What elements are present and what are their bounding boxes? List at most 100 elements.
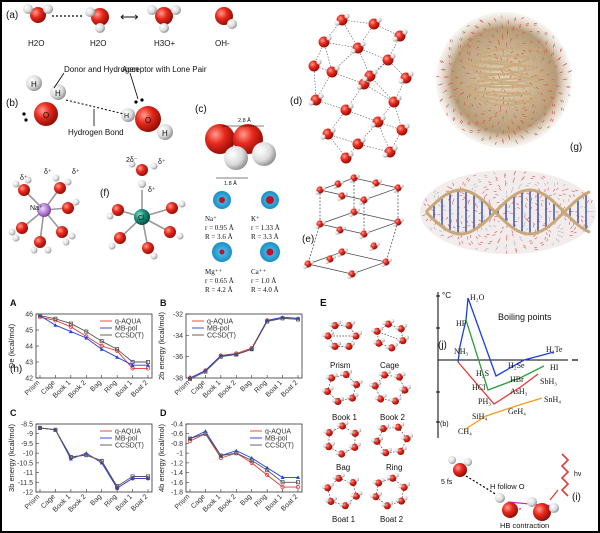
panel-E-letter: E	[320, 298, 327, 309]
atom-label-h2: H	[55, 89, 61, 98]
data-point	[68, 321, 73, 326]
time-label: 5 fs	[441, 479, 453, 486]
atom-label-o1: O	[43, 111, 49, 120]
cl-charge-1: 2δ⁻	[126, 157, 138, 164]
y-tick-label: -9.5	[21, 441, 33, 448]
ice-lattice	[303, 174, 404, 279]
na-charge-2: δ⁺	[44, 169, 52, 176]
bp-h2o: H₂O	[470, 293, 485, 302]
ion-k-R: R = 3.3 Å	[251, 233, 279, 241]
species-label-4: OH-	[215, 39, 230, 48]
hydroxide-molecule	[215, 7, 237, 29]
x-tick-label: Book 2	[217, 379, 237, 399]
y-axis-label: 4b energy (kcal/mol)	[157, 424, 166, 492]
ion-mg	[212, 242, 232, 262]
data-point	[234, 451, 239, 456]
bp-title: Boiling points	[498, 312, 552, 322]
cluster-label-boat1: Boat 1	[332, 515, 356, 524]
data-point	[187, 436, 192, 441]
y-axis-label: De (kcal/mol)	[7, 323, 16, 368]
y-tick-label: -9	[27, 431, 33, 438]
legend-label: MB-pol	[207, 326, 230, 333]
ion-mg-R: R = 4.2 Å	[205, 286, 233, 294]
panel-d-letter: (d)	[290, 96, 302, 107]
y-tick-label: 46	[25, 312, 33, 319]
data-point	[115, 484, 120, 489]
h-follow-label: H follow O	[490, 482, 525, 491]
y-tick-label: -10	[23, 451, 33, 458]
data-point	[234, 352, 239, 357]
legend-label: q-AQUA	[207, 319, 233, 326]
cl-charge-3: δ⁺	[148, 187, 156, 194]
y-tick-label: -0.8	[171, 441, 183, 448]
water-molecule-2	[85, 7, 109, 33]
proton-transfer-diagram	[448, 453, 570, 521]
ion-na	[213, 191, 231, 209]
dimension-bottom: 1.8 Å	[224, 180, 237, 187]
y-tick-label: -8.5	[21, 422, 33, 429]
x-tick-label: Book 2	[67, 379, 87, 399]
species-label-3: H3O+	[154, 39, 175, 48]
acceptor-pointer	[129, 72, 139, 100]
data-point	[84, 453, 89, 458]
y-tick-label: -1.4	[171, 470, 183, 477]
series-line-CCSD(T)	[39, 315, 148, 363]
hydronium-molecule	[147, 5, 181, 33]
data-point	[130, 474, 135, 479]
acceptor-water	[121, 98, 173, 140]
panel-b-letter: (b)	[6, 98, 18, 109]
data-point	[249, 347, 254, 352]
bp-h2se: H₂Se	[508, 361, 525, 370]
bp-geh4: GeH₄	[508, 407, 526, 416]
y-tick-label: 45	[25, 328, 33, 335]
y-tick-label: -0.6	[171, 431, 183, 438]
x-tick-label: Book 2	[217, 493, 237, 513]
bp-sub-b: (b)	[440, 421, 449, 428]
legend-label: MB-pol	[115, 436, 138, 443]
series-line-CCSD(T)	[39, 427, 148, 487]
dna-water-shell	[420, 170, 596, 254]
data-point	[249, 460, 254, 465]
x-tick-label: Bag	[239, 493, 253, 507]
legend-label: q-AQUA	[265, 429, 291, 436]
data-point	[296, 475, 300, 479]
species-label-2: H2O	[90, 39, 106, 48]
y-tick-label: -11.5	[18, 480, 34, 487]
data-point	[203, 431, 208, 436]
y-tick-label: -12	[23, 490, 33, 497]
na-charge-1: δ⁺	[20, 175, 28, 182]
ion-k	[261, 191, 279, 209]
photon-label: hν	[574, 471, 582, 478]
panel-e-letter: (e)	[302, 234, 314, 245]
species-label-1: H2O	[28, 39, 44, 48]
cl-label: Cl	[138, 215, 145, 222]
data-point	[280, 316, 285, 321]
x-tick-label: Book 2	[67, 493, 87, 513]
panel-g-letter: (g)	[570, 142, 582, 153]
y-tick-label: -11	[23, 470, 33, 477]
cluster-label-boat2: Boat 2	[380, 515, 404, 524]
data-point	[145, 474, 150, 479]
acceptor-label: Acceptor with Lone Pair	[122, 65, 207, 74]
hydrogen-bond-label: Hydrogen Bond	[68, 128, 124, 137]
ion-na-R: R = 3.6 Å	[205, 233, 233, 241]
atom-label-h3: H	[124, 113, 129, 120]
ion-ca	[260, 242, 280, 262]
y-axis-label: 2b energy (kcal/mol)	[157, 312, 166, 380]
boiling-points-chart	[436, 292, 578, 438]
data-point	[265, 472, 270, 478]
y-tick-label: -1.2	[171, 460, 183, 467]
bp-sih4: SiH₄	[472, 412, 487, 421]
data-point	[99, 339, 104, 344]
panel-f-letter: (f)	[100, 188, 109, 199]
series-line-MB-pol	[39, 315, 148, 366]
data-point	[99, 347, 104, 351]
donor-water	[22, 75, 66, 126]
x-tick-label: Boat 2	[130, 379, 149, 398]
legend-label: CCSD(T)	[115, 333, 144, 340]
ion-ca-R: R = 4.0 Å	[251, 286, 279, 294]
hydrogen-bond-line	[65, 99, 125, 115]
